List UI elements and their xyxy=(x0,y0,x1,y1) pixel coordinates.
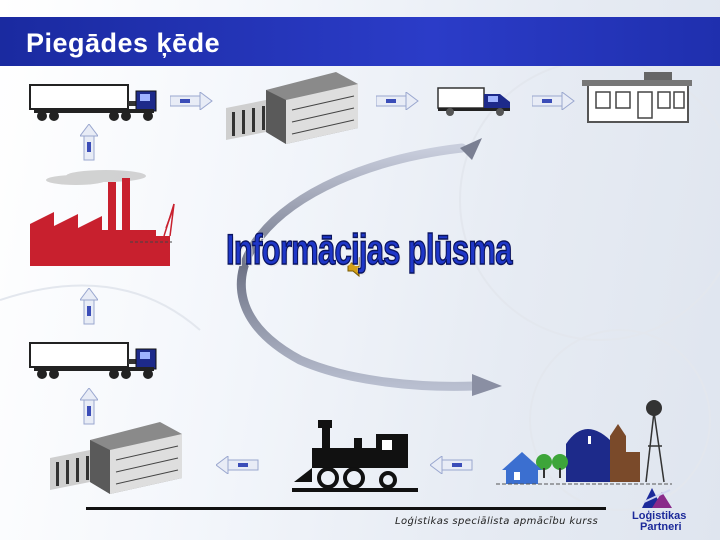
logo-line1: Loģistikas xyxy=(632,510,687,522)
factory-icon xyxy=(30,170,175,266)
footer-caption: Loģistikas speciālista apmācību kurss xyxy=(395,516,599,527)
logo-wordmark: Loģistikas Partneri xyxy=(632,511,686,533)
flow-arrow-right xyxy=(532,92,575,110)
logo-icon xyxy=(642,488,672,508)
truck-icon xyxy=(29,84,157,121)
flow-arrow-up xyxy=(80,288,98,325)
logo-line2: Partneri xyxy=(640,521,682,533)
warehouse-icon xyxy=(50,422,182,494)
flow-arrow-left xyxy=(430,456,473,474)
title-bar xyxy=(0,17,720,66)
warehouse-icon xyxy=(226,72,358,144)
footer-divider xyxy=(86,507,606,510)
farm-icon xyxy=(496,400,672,485)
slide-title: Piegādes ķēde xyxy=(26,28,221,58)
delivery-van-icon xyxy=(437,87,510,116)
flow-arrow-up xyxy=(80,388,98,425)
locomotive-icon xyxy=(292,420,418,492)
speaker-icon[interactable] xyxy=(345,256,369,278)
truck-icon xyxy=(29,342,157,379)
information-flow-label: Informācijas plūsma xyxy=(225,225,513,275)
store-icon xyxy=(582,72,692,123)
flow-arrow-up xyxy=(80,124,98,161)
flow-arrow-right xyxy=(170,92,213,110)
flow-arrow-right xyxy=(376,92,419,110)
flow-arrow-left xyxy=(216,456,259,474)
information-flow-arrow xyxy=(236,138,502,396)
